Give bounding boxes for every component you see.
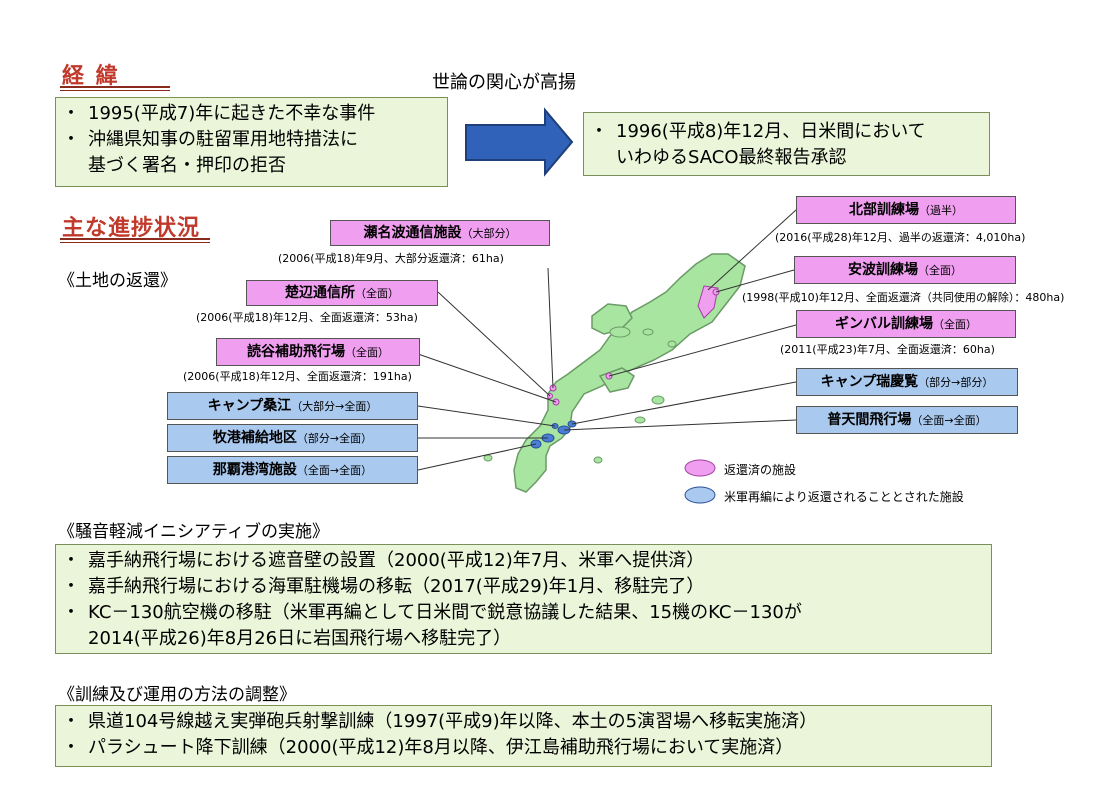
facility-gimbaru: ギンバル訓練場（全面） bbox=[796, 310, 1016, 338]
facility-aha-training-area: 安波訓練場（全面） bbox=[794, 256, 1016, 284]
small-island-shape bbox=[634, 416, 646, 424]
camp-zukeran-marker bbox=[567, 420, 577, 428]
facility-yomitan: 読谷補助飛行場（全面） bbox=[216, 338, 420, 366]
noise-title: 《騒音軽減イニシアティブの実施》 bbox=[58, 522, 329, 542]
land-title: 《土地の返還》 bbox=[58, 271, 177, 291]
facility-camp-zukeran: キャンプ瑞慶覧（部分→部分） bbox=[796, 368, 1018, 396]
flow-caption: 世論の関心が高揚 bbox=[432, 72, 576, 93]
facility-northern-training-area: 北部訓練場（過半） bbox=[796, 196, 1016, 224]
facility-senaha-note: (2006(平成18)年9月、大部分返還済：61ha) bbox=[278, 252, 504, 265]
heading-background: 経 緯 bbox=[62, 64, 120, 89]
saco-item: ・1996(平成8)年12月、日米間において bbox=[590, 121, 926, 142]
makiminato-marker bbox=[541, 433, 555, 443]
facility-sobe: 楚辺通信所（全面） bbox=[246, 280, 438, 306]
facility-sobe-note: (2006(平成18)年12月、全面返還済：53ha) bbox=[196, 311, 418, 324]
training-item: ・県道104号線越え実弾砲兵射撃訓練（1997(平成9)年以降、本土の5演習場へ… bbox=[62, 711, 818, 732]
small-island-shape bbox=[651, 395, 665, 405]
facility-camp-kuwae: キャンプ桑江（大部分→全面） bbox=[167, 392, 418, 420]
yomitan-marker bbox=[552, 398, 560, 406]
legend-realignment-swatch bbox=[684, 486, 716, 504]
heading-progress: 主な進捗状況 bbox=[62, 216, 201, 241]
legend-realignment-label: 米軍再編により返還されることとされた施設 bbox=[724, 490, 964, 504]
background-left-box: ・1995(平成7)年に起きた不幸な事件 ・沖縄県知事の駐留軍用地特措法に 基づ… bbox=[55, 97, 448, 187]
saco-item-continued: いわゆるSACO最終報告承認 bbox=[616, 147, 847, 168]
facility-northern-training-area-note: (2016(平成28)年12月、過半の返還済：4,010ha) bbox=[775, 231, 1026, 244]
senaha-marker bbox=[549, 384, 557, 392]
facility-aha-training-area-note: (1998(平成10)年12月、全面返還済（共同使用の解除）：480ha) bbox=[742, 291, 1065, 304]
aha-training-area-marker bbox=[712, 288, 720, 296]
heading-progress-underline bbox=[60, 238, 210, 240]
facility-makiminato: 牧港補給地区（部分→全面） bbox=[167, 424, 418, 452]
camp-kuwae-marker bbox=[551, 423, 559, 429]
small-island-shape bbox=[642, 328, 654, 336]
noise-item: ・嘉手納飛行場における遮音壁の設置（2000(平成12)年7月、米軍へ提供済） bbox=[62, 550, 705, 571]
noise-item: ・KC－130航空機の移駐（米軍再編として日米間で鋭意協議した結果、15機のKC… bbox=[62, 602, 802, 623]
small-island-shape bbox=[483, 454, 493, 462]
gimbaru-marker bbox=[605, 372, 613, 380]
katsuren-peninsula-shape bbox=[598, 367, 635, 393]
training-box: ・県道104号線越え実弾砲兵射撃訓練（1997(平成9)年以降、本土の5演習場へ… bbox=[55, 705, 992, 767]
facility-gimbaru-note: (2011(平成23)年7月、全面返還済：60ha) bbox=[780, 343, 995, 356]
training-item: ・パラシュート降下訓練（2000(平成12)年8月以降、伊江島補助飛行場において… bbox=[62, 737, 794, 758]
heading-progress-underline-2 bbox=[60, 242, 210, 243]
noise-item-continued: 2014(平成26)年8月26日に岩国飛行場へ移駐完了） bbox=[88, 628, 512, 649]
facility-senaha: 瀬名波通信施設（大部分） bbox=[330, 220, 550, 246]
facility-futenma: 普天間飛行場（全面→全面） bbox=[796, 406, 1018, 434]
northern-training-area-marker bbox=[697, 285, 719, 319]
noise-box: ・嘉手納飛行場における遮音壁の設置（2000(平成12)年7月、米軍へ提供済） … bbox=[55, 544, 992, 654]
futenma-marker bbox=[557, 425, 571, 435]
ie-island-shape bbox=[609, 326, 631, 338]
facility-yomitan-note: (2006(平成18)年12月、全面返還済：191ha) bbox=[183, 370, 412, 383]
small-island-shape bbox=[593, 456, 603, 464]
small-island-shape bbox=[667, 340, 677, 348]
legend-returned-swatch bbox=[684, 459, 716, 477]
sobe-marker bbox=[547, 393, 553, 399]
motobu-peninsula-shape bbox=[591, 303, 633, 335]
training-title: 《訓練及び運用の方法の調整》 bbox=[58, 685, 296, 705]
heading-background-underline bbox=[60, 86, 170, 88]
background-item: ・沖縄県知事の駐留軍用地特措法に bbox=[62, 129, 358, 150]
okinawa-island-shape bbox=[513, 253, 746, 493]
background-item-continued: 基づく署名・押印の拒否 bbox=[88, 155, 286, 176]
legend-returned-label: 返還済の施設 bbox=[724, 463, 797, 477]
background-item: ・1995(平成7)年に起きた不幸な事件 bbox=[62, 103, 376, 124]
heading-background-underline-2 bbox=[60, 90, 170, 91]
noise-item: ・嘉手納飛行場における海軍駐機場の移転（2017(平成29)年1月、移駐完了） bbox=[62, 576, 705, 597]
background-right-box: ・1996(平成8)年12月、日米間において いわゆるSACO最終報告承認 bbox=[583, 112, 990, 176]
facility-naha-port: 那覇港湾施設（全面→全面） bbox=[167, 456, 418, 484]
naha-port-marker bbox=[530, 439, 542, 449]
